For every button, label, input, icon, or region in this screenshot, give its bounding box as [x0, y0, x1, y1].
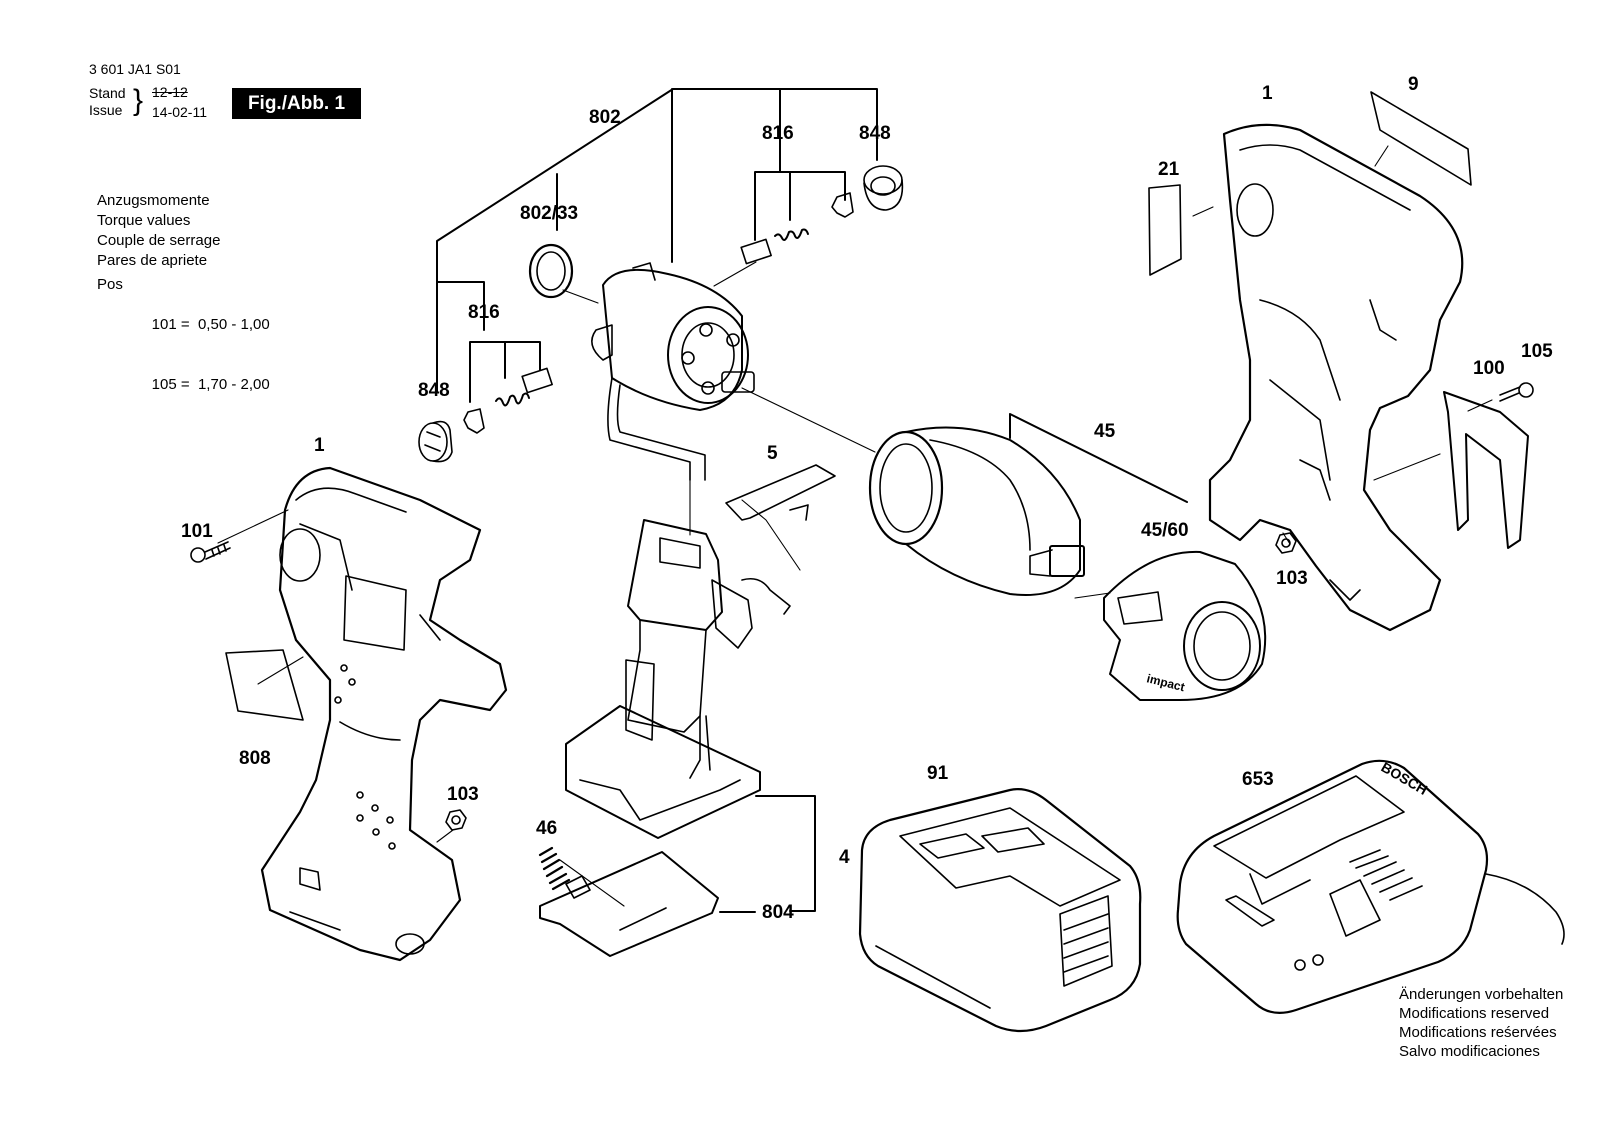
torque-row: 105 = 1,70 - 2,00	[151, 376, 270, 393]
brush-set-816-top	[740, 192, 854, 265]
contact-plate-804	[539, 851, 719, 957]
notice-line-fr: Modifications reśervées	[1399, 1024, 1557, 1041]
torque-heading-fr: Couple de serrage	[97, 232, 221, 249]
charger-653	[1176, 759, 1565, 1015]
stand-label: Stand	[89, 85, 126, 101]
brush-set-816-left	[463, 367, 553, 434]
stand-date-struck: 12-12	[152, 84, 188, 100]
label-plate-9	[1370, 91, 1472, 186]
part-label-91: 91	[927, 763, 949, 784]
nut-103-left	[445, 809, 467, 831]
issue-date: 14-02-11	[152, 104, 208, 120]
part-label-9: 9	[1408, 74, 1419, 95]
part-label-848-top: 848	[859, 123, 891, 144]
part-label-802-33: 802/33	[520, 203, 578, 224]
notice-line-es: Salvo modificaciones	[1399, 1043, 1540, 1060]
part-label-1-left: 1	[314, 435, 325, 456]
torque-pos-label: Pos	[97, 276, 123, 293]
part-label-804: 804	[762, 902, 794, 923]
part-label-4: 4	[839, 847, 850, 868]
impact-lettering: impact	[1145, 671, 1186, 694]
protective-boot-45-60	[1103, 550, 1267, 701]
part-label-5: 5	[767, 443, 778, 464]
torque-heading-en: Torque values	[97, 212, 191, 229]
part-label-103-right: 103	[1276, 568, 1308, 589]
brace-icon: }	[133, 84, 144, 117]
torque-pos: 101	[151, 316, 177, 333]
bosch-lettering: BOSCH	[1379, 759, 1431, 798]
bearing-848-top	[863, 165, 904, 211]
figure-badge: Fig./Abb. 1	[232, 88, 361, 119]
nut-103-right	[1275, 532, 1297, 554]
part-label-45-60: 45/60	[1141, 520, 1189, 541]
label-plate-21	[1148, 184, 1182, 276]
switch-cover-5	[725, 464, 836, 521]
belt-clip-100	[1443, 391, 1529, 549]
issue-label: Issue	[89, 102, 123, 118]
part-label-101: 101	[181, 521, 213, 542]
torque-table: Anzugsmomente Torque values Couple de se…	[97, 191, 270, 415]
switch-assembly-4	[565, 519, 791, 839]
part-label-100: 100	[1473, 358, 1505, 379]
leader-lines	[436, 88, 1188, 913]
label-plate-808	[225, 649, 304, 721]
impact-housing-45	[868, 426, 1085, 596]
part-label-816-left: 816	[468, 302, 500, 323]
torque-heading-de: Anzugsmomente	[97, 192, 210, 209]
spring-46	[538, 846, 571, 891]
torque-range: 1,70 - 2,00	[197, 376, 270, 393]
part-label-103-left: 103	[447, 784, 479, 805]
torque-heading-es: Pares de apriete	[97, 252, 208, 269]
torque-row: 101 = 0,50 - 1,00	[151, 316, 270, 333]
seal-ring-802-33	[528, 243, 574, 299]
torque-range: 0,50 - 1,00	[197, 316, 270, 333]
part-label-653: 653	[1242, 769, 1274, 790]
battery-pack-91	[858, 788, 1142, 1033]
notice-line-en: Modifications reserved	[1399, 1005, 1550, 1022]
screw-101	[190, 541, 231, 563]
motor-802	[591, 262, 755, 481]
modifications-notice: Änderungen vorbehalten Modifications res…	[1399, 985, 1563, 1061]
part-labels: 802 816 848 802/33 816 848 1 101 808 103…	[181, 74, 1553, 923]
doc-number: 3 601 JA1 S01	[89, 61, 181, 77]
part-label-45: 45	[1094, 421, 1116, 442]
dash-leaders	[217, 145, 1493, 907]
part-label-1-right: 1	[1262, 83, 1273, 104]
notice-line-de: Änderungen vorbehalten	[1399, 986, 1564, 1003]
part-label-816-top: 816	[762, 123, 794, 144]
screw-105	[1499, 382, 1534, 402]
housing-half-left-1	[260, 466, 508, 962]
part-label-46: 46	[536, 818, 557, 839]
part-label-105: 105	[1521, 341, 1553, 362]
part-label-802: 802	[589, 107, 621, 128]
part-label-21: 21	[1158, 159, 1180, 180]
torque-pos: 105	[151, 376, 177, 393]
bearing-848-left	[418, 420, 453, 463]
part-label-808: 808	[239, 748, 271, 769]
housing-half-right-1	[1208, 123, 1464, 632]
part-label-848-left: 848	[418, 380, 450, 401]
